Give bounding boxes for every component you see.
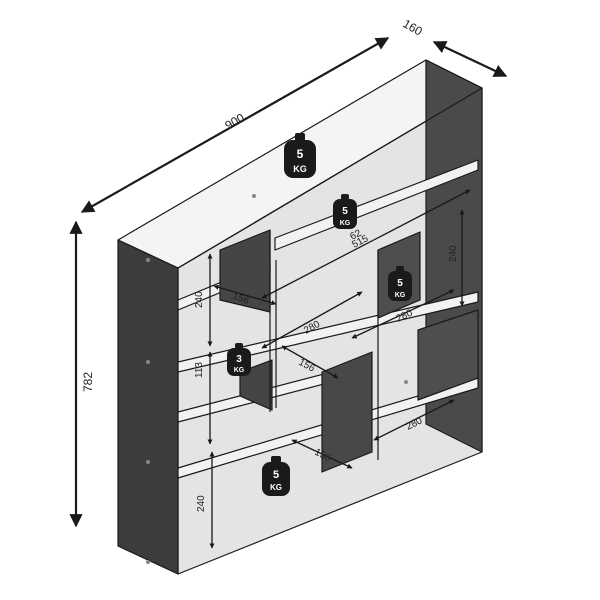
weight-value: 3 (236, 354, 242, 365)
dim-280-c (373, 399, 455, 441)
screw-dot (404, 380, 408, 384)
left-side-panel (117, 239, 179, 575)
height-label: 782 (81, 372, 95, 392)
dim-280-a (261, 291, 363, 349)
weight-value: 5 (342, 206, 348, 217)
depth-arrow (432, 41, 508, 77)
weight-body (262, 462, 290, 496)
weight-value: 5 (397, 278, 403, 289)
weight-unit: KG (234, 367, 245, 374)
dim-515 (261, 189, 471, 299)
screw-dot (146, 258, 150, 262)
overall-dimensions (69, 37, 508, 528)
interior-dimensions (207, 189, 471, 549)
weight-unit: KG (293, 164, 307, 174)
weight-body (227, 348, 251, 376)
weight-knob (271, 456, 281, 463)
dim-label-240-right: 240 (448, 245, 459, 262)
screw-dot (146, 560, 150, 564)
weight-right-compartment: 5 KG (388, 266, 412, 301)
weight-unit: KG (270, 483, 282, 492)
depth-label: 160 (401, 16, 426, 38)
dim-label-240-a: 240 (194, 291, 205, 308)
weight-knob (396, 266, 404, 272)
dim-label-113: 113 (194, 362, 205, 378)
weight-body (388, 271, 412, 301)
dim-label-240-b: 240 (196, 495, 207, 512)
weight-knob (235, 343, 243, 349)
dim-156-b (281, 345, 339, 379)
weight-value: 5 (297, 147, 304, 161)
dim-156-c (291, 439, 353, 469)
weight-knob (295, 133, 305, 141)
weight-body (284, 140, 316, 178)
weight-top: 5 KG (284, 133, 316, 178)
width-arrow (80, 37, 390, 213)
dim-label-62: 62 (348, 228, 363, 243)
weight-upper-shelf: 5 KG (333, 194, 357, 229)
weight-bottom: 5 KG (262, 456, 290, 496)
weight-knob (341, 194, 349, 200)
weight-unit: KG (395, 292, 406, 299)
weight-unit: KG (340, 220, 351, 227)
screw-dot (146, 360, 150, 364)
weight-body (333, 199, 357, 229)
weight-value: 5 (273, 469, 279, 481)
weight-left-small: 3 KG (227, 343, 251, 376)
screw-dot (252, 194, 256, 198)
screw-dot (146, 460, 150, 464)
